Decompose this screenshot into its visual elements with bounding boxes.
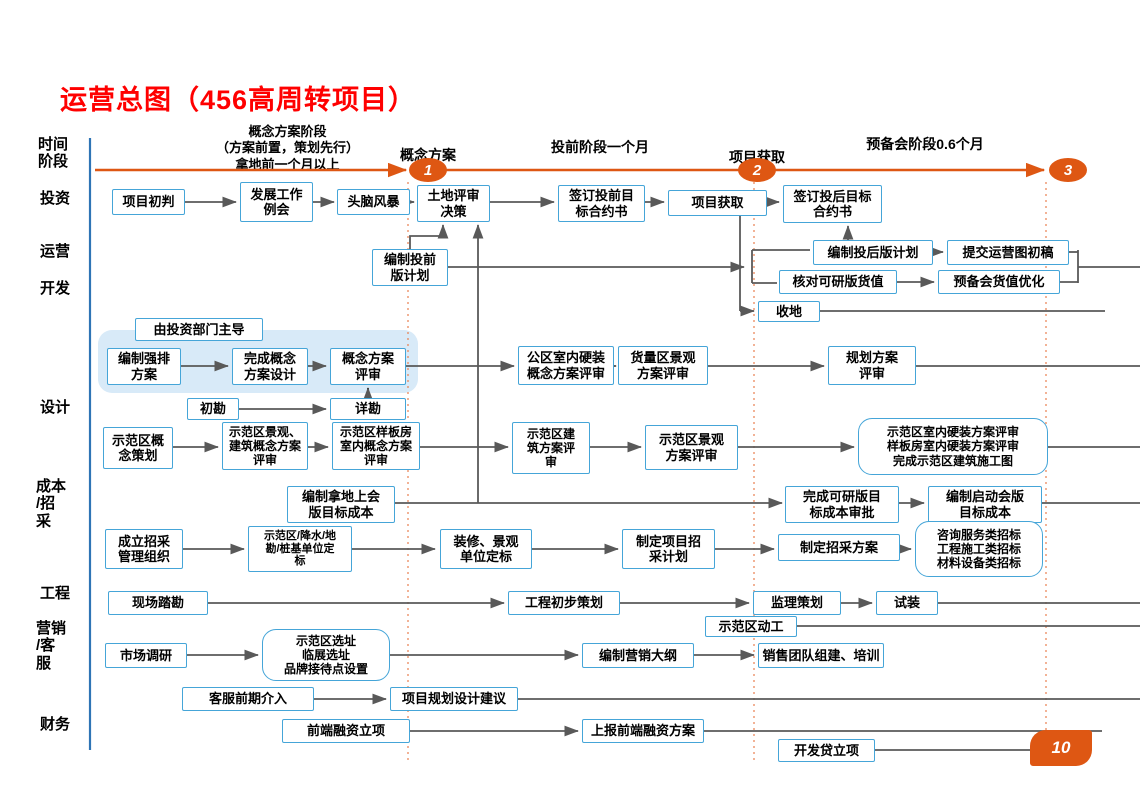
node-market-research: 市场调研 <box>105 643 187 668</box>
node-development-work-meeting: 发展工作 例会 <box>240 182 313 222</box>
lane-label-investment: 投资 <box>40 190 71 207</box>
node-complete-concept-design: 完成概念 方案设计 <box>232 348 308 385</box>
node-procurement-scheme: 制定招采方案 <box>778 534 900 561</box>
node-investment-dept-lead-note: 由投资部门主导 <box>135 318 263 341</box>
node-report-front-end-financing-scheme: 上报前端融资方案 <box>582 719 704 743</box>
node-concept-plan-review: 概念方案 评审 <box>330 348 406 385</box>
page-number-badge: 10 <box>1030 730 1092 766</box>
node-preliminary-survey: 初勘 <box>187 398 239 420</box>
milestone-1-label: 概念方案 <box>400 147 456 163</box>
node-prep-meeting-value-optimization: 预备会货值优化 <box>938 270 1060 294</box>
node-land-acquisition-target-cost: 编制拿地上会 版目标成本 <box>287 486 395 523</box>
node-demo-area-concept-planning: 示范区概 念策划 <box>103 427 173 469</box>
lane-label-time-stage: 时间 阶段 <box>38 136 69 171</box>
lane-label-operations: 运营 <box>40 243 71 260</box>
node-project-initial-judgment: 项目初判 <box>112 189 185 215</box>
node-project-planning-design-suggestions: 项目规划设计建议 <box>390 687 518 711</box>
milestone-3-marker: 3 <box>1049 158 1087 182</box>
node-planning-scheme-review: 规划方案 评审 <box>828 346 916 385</box>
node-project-procurement-plan: 制定项目招 采计划 <box>622 529 715 569</box>
lane-label-marketing-service: 营销 /客 服 <box>36 620 67 672</box>
node-supervision-planning: 监理策划 <box>753 591 841 615</box>
node-demo-landscape-scheme-review: 示范区景观 方案评审 <box>645 425 738 470</box>
node-demo-showroom-interior-review: 示范区样板房 室内概念方案 评审 <box>332 422 420 470</box>
node-marketing-outline: 编制营销大纲 <box>582 643 694 668</box>
node-establish-procurement-org: 成立招采 管理组织 <box>105 529 183 569</box>
node-pre-investment-plan: 编制投前 版计划 <box>372 249 448 286</box>
node-trial-installation: 试装 <box>876 591 938 615</box>
node-land-handover: 收地 <box>758 301 820 322</box>
node-demo-dewatering-survey-pile-bidding: 示范区/降水/地 勘/桩基单位定 标 <box>248 526 352 572</box>
node-site-selection-group: 示范区选址 临展选址 品牌接待点设置 <box>262 629 390 681</box>
lane-label-cost-procurement: 成本 /招 采 <box>36 478 67 530</box>
node-decoration-landscape-bidding: 装修、景观 单位定标 <box>440 529 532 569</box>
node-demo-building-scheme-review: 示范区建 筑方案评 审 <box>512 422 590 474</box>
node-feasibility-target-cost-approval: 完成可研版目 标成本审批 <box>785 486 899 523</box>
node-volume-area-landscape-review: 货量区景观 方案评审 <box>618 346 708 385</box>
node-submit-operation-map-draft: 提交运营图初稿 <box>947 240 1069 265</box>
node-development-loan-initiation: 开发贷立项 <box>778 739 875 762</box>
lane-label-development: 开发 <box>40 280 71 297</box>
node-check-feasibility-value: 核对可研版货值 <box>779 270 897 294</box>
node-public-area-hard-decor-review: 公区室内硬装 概念方案评审 <box>518 346 614 385</box>
node-bidding-categories: 咨询服务类招标 工程施工类招标 材料设备类招标 <box>915 521 1043 577</box>
node-demo-area-construction-start: 示范区动工 <box>705 616 797 637</box>
node-demo-hard-decor-and-construction-drawings: 示范区室内硬装方案评审 样板房室内硬装方案评审 完成示范区建筑施工图 <box>858 418 1048 475</box>
phase-label-pre-investment: 投前阶段一个月 <box>551 139 649 155</box>
page-title: 运营总图（456高周转项目） <box>60 85 417 115</box>
lane-label-engineering: 工程 <box>40 585 71 602</box>
phase-label-prep-meeting: 预备会阶段0.6个月 <box>866 136 984 152</box>
lane-label-design: 设计 <box>40 399 71 416</box>
milestone-1-marker: 1 <box>409 158 447 182</box>
node-sign-pre-investment-contract: 签订投前目 标合约书 <box>558 185 645 222</box>
node-land-review-decision: 土地评审 决策 <box>417 185 490 222</box>
node-brainstorm: 头脑风暴 <box>337 189 410 215</box>
node-front-end-financing-initiation: 前端融资立项 <box>282 719 410 743</box>
node-project-acquisition: 项目获取 <box>668 190 767 216</box>
node-detailed-survey: 详勘 <box>330 398 406 420</box>
node-kickoff-target-cost: 编制启动会版 目标成本 <box>928 486 1042 523</box>
node-site-survey: 现场踏勘 <box>108 591 208 615</box>
node-demo-landscape-architecture-review: 示范区景观、 建筑概念方案 评审 <box>222 422 308 470</box>
milestone-2-marker: 2 <box>738 158 776 182</box>
node-sales-team-building-training: 销售团队组建、培训 <box>758 643 884 668</box>
node-post-investment-plan: 编制投后版计划 <box>813 240 933 265</box>
node-customer-service-early-involvement: 客服前期介入 <box>182 687 314 711</box>
node-sign-post-investment-contract: 签订投后目标 合约书 <box>783 185 882 223</box>
lane-label-finance: 财务 <box>40 716 71 733</box>
phase-label-concept-stage: 概念方案阶段 （方案前置，策划先行） 拿地前一个月以上 <box>215 124 359 172</box>
node-strong-layout-plan: 编制强排 方案 <box>107 348 181 385</box>
node-engineering-preliminary-planning: 工程初步策划 <box>508 591 620 615</box>
